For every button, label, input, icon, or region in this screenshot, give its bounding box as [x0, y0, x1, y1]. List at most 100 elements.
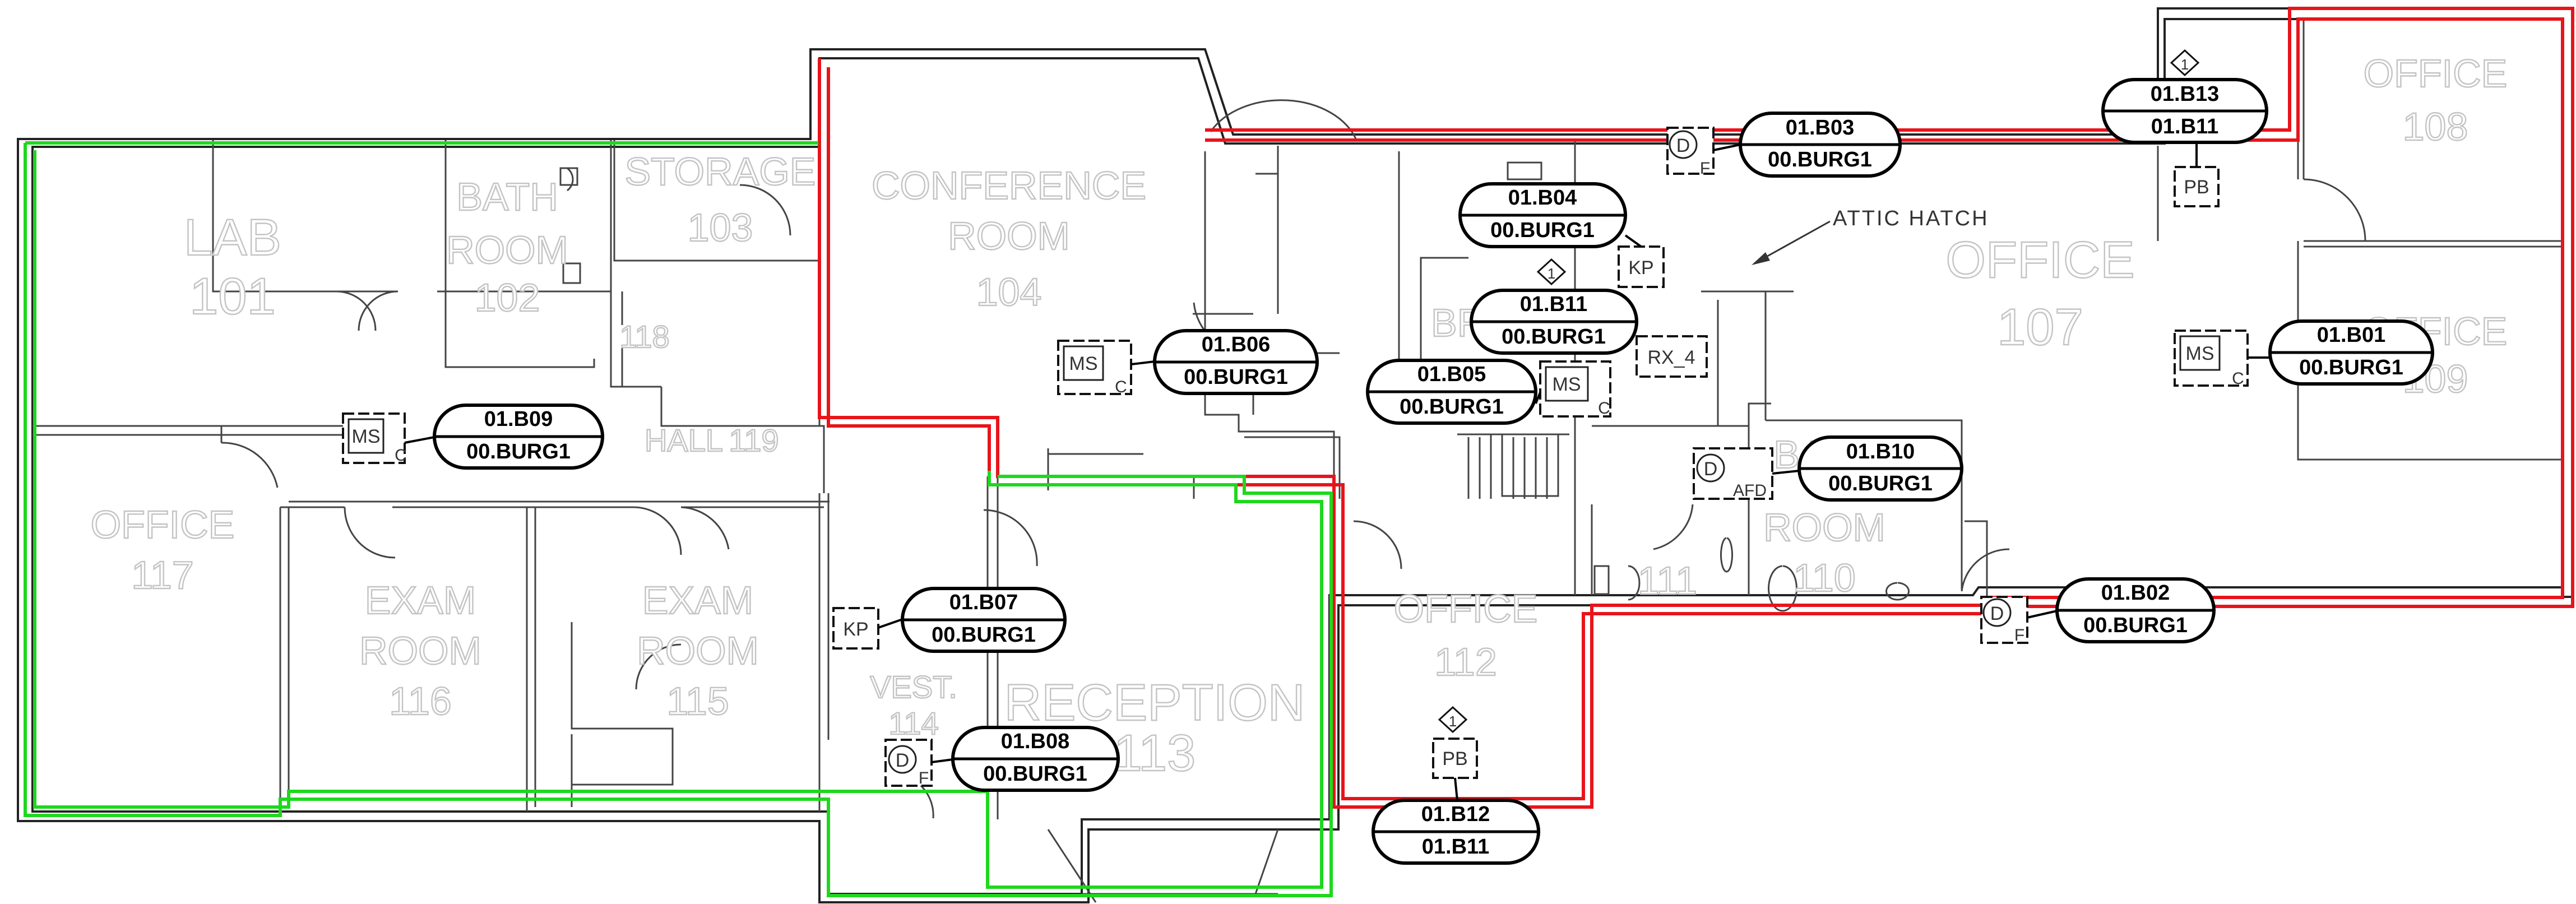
svg-text:RX_4: RX_4 [1647, 347, 1695, 368]
green-route [24, 141, 1333, 897]
svg-text:AFD: AFD [1733, 481, 1767, 500]
room-115-name2: ROOM [637, 629, 759, 673]
keypad-device: KP [832, 607, 879, 650]
door-contact-icon [1696, 453, 1725, 483]
svg-text:00.BURG1: 00.BURG1 [983, 762, 1087, 786]
svg-text:00.BURG1: 00.BURG1 [466, 440, 571, 463]
svg-text:01.B02: 01.B02 [2101, 581, 2170, 605]
tag-01-b06: 01.B06 00.BURG1 [1153, 329, 1319, 395]
motion-sensor-device: MS C [2174, 330, 2249, 388]
room-103-number: 103 [688, 206, 753, 249]
svg-text:KP: KP [843, 619, 868, 640]
revision-diamond-icon: 1 [1438, 706, 1468, 734]
svg-text:D: D [1704, 458, 1718, 480]
room-113-number: 113 [1114, 725, 1196, 782]
room-118-number: 118 [619, 319, 669, 354]
tag-01-b12: 01.B12 01.B11 [1372, 799, 1540, 865]
svg-text:01.B11: 01.B11 [1422, 835, 1489, 859]
room-101-name: LAB [184, 209, 281, 266]
svg-text:MS: MS [352, 426, 381, 447]
room-112-name: OFFICE [1394, 587, 1538, 631]
svg-text:01.B07: 01.B07 [949, 591, 1018, 614]
svg-text:01.B05: 01.B05 [1417, 363, 1486, 386]
room-117-number: 117 [131, 553, 194, 597]
room-115-number: 115 [666, 679, 729, 723]
svg-text:MS: MS [2186, 343, 2214, 364]
svg-text:01.B08: 01.B08 [1001, 730, 1070, 753]
svg-text:D: D [1990, 603, 2004, 624]
svg-text:01.B01: 01.B01 [2317, 323, 2386, 347]
tag-01-b02: 01.B02 00.BURG1 [2055, 577, 2216, 643]
svg-text:00.BURG1: 00.BURG1 [932, 623, 1036, 647]
room-108-number: 108 [2403, 105, 2468, 149]
push-button-device: PB [1432, 738, 1478, 779]
room-107-number: 107 [1997, 299, 2083, 356]
room-103-name: STORAGE [624, 150, 816, 193]
door-contact-device: D F [1980, 596, 2028, 645]
keypad-device: KP [1618, 245, 1665, 288]
motion-sensor-device: MS C [1539, 360, 1611, 418]
room-119-number: 119 [729, 423, 779, 458]
svg-text:PB: PB [2184, 177, 2209, 198]
room-114-name: VEST. [870, 669, 957, 704]
revision-diamond-icon: 1 [2170, 49, 2200, 77]
svg-text:C: C [1598, 399, 1610, 418]
svg-text:01.B11: 01.B11 [2151, 115, 2218, 138]
tag-01-b10: 01.B10 00.BURG1 [1797, 435, 1963, 502]
attic-hatch-label: ATTIC HATCH [1833, 207, 1989, 230]
svg-text:00.BURG1: 00.BURG1 [1400, 395, 1504, 419]
svg-text:MS: MS [1069, 353, 1098, 374]
svg-text:KP: KP [1628, 257, 1653, 279]
svg-text:00.BURG1: 00.BURG1 [2299, 356, 2403, 379]
room-102-name2: ROOM [446, 228, 568, 272]
tag-01-b07: 01.B07 00.BURG1 [901, 587, 1067, 653]
svg-text:00.BURG1: 00.BURG1 [1768, 148, 1872, 171]
svg-text:01.B11: 01.B11 [1520, 293, 1587, 316]
tag-01-b08: 01.B08 00.BURG1 [951, 726, 1120, 792]
revision-diamond-icon: 1 [1536, 258, 1567, 286]
svg-text:01.B12: 01.B12 [1421, 803, 1490, 826]
svg-text:01.B13: 01.B13 [2151, 82, 2220, 106]
svg-text:F: F [2014, 626, 2024, 645]
devices: D F D F D F D AFD PB [342, 127, 2249, 787]
room-116-name2: ROOM [359, 629, 481, 673]
tag-01-b05: 01.B05 00.BURG1 [1366, 359, 1537, 425]
svg-text:C: C [395, 446, 407, 465]
room-110-name2: ROOM [1763, 506, 1885, 549]
door-contact-device: D F [884, 739, 933, 787]
svg-text:D: D [896, 750, 910, 771]
room-110-number: 110 [1793, 556, 1856, 600]
push-button-device: PB [2174, 166, 2220, 207]
svg-text:MS: MS [1553, 374, 1581, 395]
motion-sensor-device: MS C [342, 412, 407, 465]
svg-text:01.B09: 01.B09 [484, 407, 553, 431]
revision-markers: 1 1 1 [1438, 49, 2200, 734]
room-104-name2: ROOM [948, 214, 1070, 258]
svg-text:F: F [919, 769, 929, 787]
svg-text:D: D [1676, 135, 1690, 156]
room-104-number: 104 [976, 270, 1042, 314]
door-contact-device: D AFD [1693, 447, 1773, 500]
svg-text:C: C [1115, 378, 1127, 396]
room-104-name: CONFERENCE [872, 164, 1146, 207]
tag-01-b03: 01.B03 00.BURG1 [1739, 112, 1902, 178]
svg-text:00.BURG1: 00.BURG1 [1502, 325, 1606, 349]
svg-text:00.BURG1: 00.BURG1 [1828, 472, 1933, 495]
receiver-device: RX_4 [1636, 335, 1708, 378]
room-111-number: 111 [1638, 559, 1697, 602]
svg-text:F: F [1700, 159, 1710, 178]
svg-text:1: 1 [1449, 713, 1457, 730]
arrow-icon [1752, 252, 1770, 265]
door-contact-icon [888, 745, 917, 774]
room-113-name: RECEPTION [1004, 674, 1305, 731]
svg-text:00.BURG1: 00.BURG1 [1184, 365, 1288, 389]
tag-01-b01: 01.B01 00.BURG1 [2268, 319, 2434, 386]
tag-01-b11: 01.B11 00.BURG1 [1470, 289, 1638, 355]
red-route [818, 7, 2574, 809]
room-101-number: 101 [189, 268, 276, 325]
door-contact-icon [1982, 598, 2012, 627]
door-contact-device: D F [1666, 127, 1715, 178]
svg-text:01.B03: 01.B03 [1786, 116, 1855, 140]
room-102-number: 102 [475, 276, 540, 319]
tag-01-b04: 01.B04 00.BURG1 [1458, 182, 1627, 248]
